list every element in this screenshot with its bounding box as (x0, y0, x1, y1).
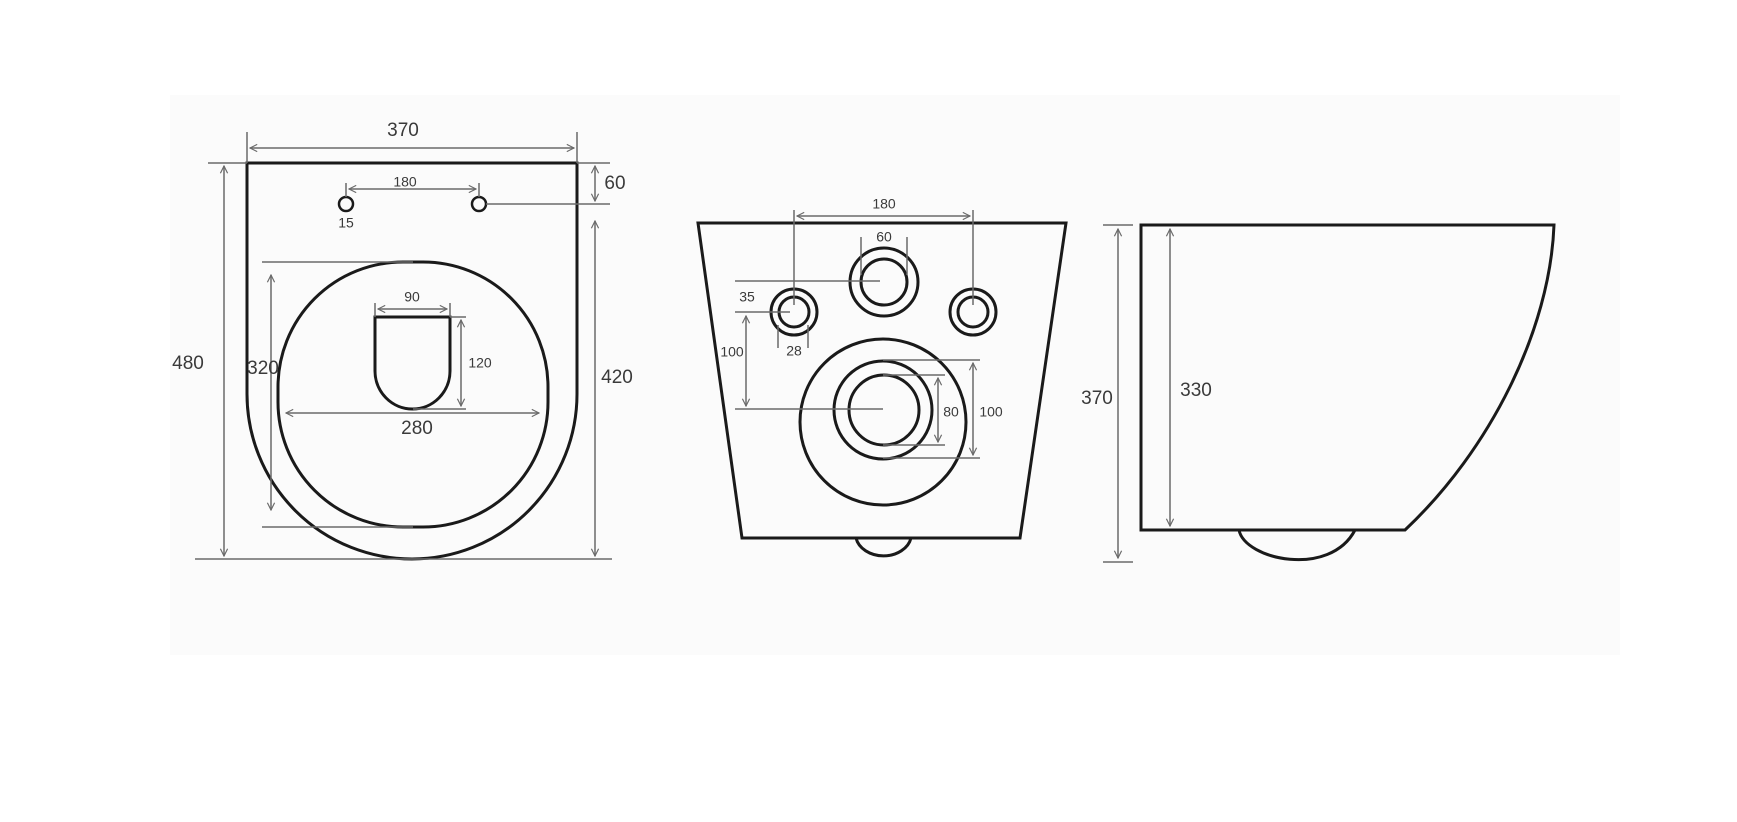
bolt-diameter-label: 28 (786, 343, 802, 359)
rear-view: 180 60 35 28 100 80 100 (696, 196, 1068, 558)
inlet-to-outlet-label: 100 (720, 344, 744, 360)
outlet-outer (798, 337, 968, 507)
side-view-outline (1139, 223, 1556, 532)
body-height-label: 330 (1180, 380, 1212, 401)
top-view: 370 480 180 15 60 420 320 280 90 120 (172, 120, 633, 561)
side-base-bump (1237, 529, 1357, 562)
bolt-spacing-label: 180 (872, 196, 896, 212)
opening-length-label: 120 (468, 355, 492, 371)
rear-to-front-label: 420 (601, 367, 633, 388)
total-height-label: 370 (1081, 388, 1113, 409)
water-inlet-outer (848, 246, 920, 318)
seat-width-label: 280 (401, 418, 433, 439)
rear-view-outline (696, 221, 1068, 540)
water-inlet-inner (859, 257, 909, 307)
hole-offset-label: 60 (604, 173, 625, 194)
inlet-diameter-label: 60 (876, 229, 892, 245)
rear-base-bump (854, 537, 913, 558)
side-view: 370 330 (1081, 223, 1556, 563)
outlet-outer-label: 100 (979, 404, 1003, 420)
inlet-offset-label: 35 (739, 289, 755, 305)
width-label: 370 (387, 120, 419, 141)
hole-spacing-label: 180 (393, 174, 417, 190)
outlet-inner-label: 80 (943, 404, 959, 420)
outlet-middle (832, 359, 934, 461)
opening-width-label: 90 (404, 289, 420, 305)
hole-diameter-label: 15 (338, 215, 354, 231)
seat-length-label: 320 (247, 358, 279, 379)
depth-label: 480 (172, 353, 204, 374)
